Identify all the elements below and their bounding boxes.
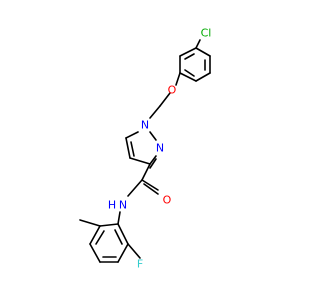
bond: [149, 105, 161, 119]
molecule-structure: Cl O N N O N H F: [79, 27, 212, 271]
pyrazole-n1-label: N: [141, 119, 149, 132]
bond-inner: [95, 230, 105, 245]
bond: [117, 223, 129, 245]
bond: [89, 243, 101, 263]
amide-hydrogen-label: H: [108, 199, 116, 212]
bond: [127, 179, 143, 197]
bond: [195, 72, 211, 82]
bond: [117, 211, 121, 225]
bond: [149, 155, 157, 165]
fluorine-label: F: [137, 258, 143, 271]
bond: [159, 92, 171, 107]
bond: [129, 157, 151, 165]
carbonyl-oxygen-label: O: [163, 194, 172, 207]
bond: [141, 163, 151, 181]
bond: [125, 137, 131, 159]
ether-oxygen-label: O: [168, 84, 177, 97]
chlorine-label: Cl: [201, 27, 212, 40]
bond-inner: [130, 141, 135, 157]
bond: [127, 243, 141, 259]
bond: [179, 72, 197, 82]
pyrazole-n2-label: N: [156, 142, 164, 155]
bond: [99, 223, 119, 227]
bond: [89, 225, 101, 245]
amide-nitrogen-label: N: [119, 199, 127, 212]
bond: [141, 179, 159, 191]
bond-inner: [143, 183, 159, 195]
bond: [195, 39, 201, 49]
bond: [125, 131, 139, 139]
bond: [179, 47, 197, 57]
bond: [175, 72, 181, 86]
bond-inner: [184, 69, 195, 77]
bonds: [79, 39, 211, 263]
bond: [195, 47, 211, 57]
bond: [79, 219, 101, 227]
bond-inner: [184, 53, 195, 60]
bond-inner: [149, 158, 157, 169]
bond-inner: [114, 229, 123, 245]
bond: [149, 131, 157, 141]
bond: [117, 243, 129, 263]
atom-labels: Cl O N N O N H F: [108, 27, 212, 271]
